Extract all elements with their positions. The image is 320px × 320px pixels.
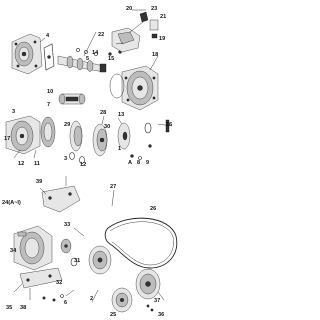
callout-33: 33 (64, 222, 70, 228)
compressor-body-part (5, 115, 41, 155)
callout-19: 19 (159, 36, 165, 42)
callout-35: 35 (6, 305, 12, 311)
clutch-plate-part (117, 122, 131, 150)
callout-labels: 23 20 21 22 19 4 18 14 15 5 10 7 3 17 12… (2, 6, 172, 318)
valve-block-part (111, 11, 159, 53)
top-assembly (11, 9, 159, 111)
callout-3b: 3 (64, 156, 67, 162)
callout-27: 27 (110, 184, 116, 190)
washers-part (69, 152, 142, 164)
hub-parts (144, 119, 173, 148)
mount-bracket-part (39, 176, 81, 213)
callout-15: 15 (108, 56, 114, 62)
lower-bracket-part (13, 267, 63, 300)
callout-6: 6 (64, 300, 67, 306)
callout-10: 10 (47, 89, 53, 95)
callout-A: A (128, 160, 132, 166)
callout-14: 14 (92, 50, 99, 56)
middle-assembly (5, 115, 173, 164)
callout-3: 3 (12, 109, 15, 115)
callout-17: 17 (4, 136, 10, 142)
callout-24: 24(A~I) (2, 200, 21, 206)
callout-13: 13 (118, 112, 124, 118)
drive-belt-part (104, 217, 178, 269)
crank-pulley-part (88, 245, 112, 275)
rear-housing-part (121, 65, 159, 111)
compressor-lower-part (13, 225, 53, 271)
callout-23: 23 (151, 6, 157, 12)
callout-38: 38 (20, 305, 26, 311)
callout-7: 7 (47, 102, 50, 108)
callout-26: 26 (150, 206, 156, 212)
callout-21: 21 (160, 14, 166, 20)
callout-5: 5 (86, 56, 89, 62)
callout-39: 39 (36, 179, 42, 185)
pulley-disc-part (69, 120, 108, 157)
pump-pulley-part (135, 268, 161, 300)
piston-cylinder-part (58, 93, 86, 105)
callout-34: 34 (10, 248, 17, 254)
field-coil-part (40, 116, 56, 148)
shaft-pulley-part (111, 287, 133, 313)
callout-31: 31 (74, 258, 80, 264)
callout-9: 9 (146, 160, 149, 166)
callout-12b: 12 (80, 162, 86, 168)
callout-22: 22 (98, 32, 104, 38)
callout-8: 8 (137, 160, 140, 166)
bottom-bolts (146, 291, 165, 312)
callout-25: 25 (110, 312, 116, 318)
callout-36: 36 (158, 312, 164, 318)
callout-37: 37 (154, 298, 160, 304)
exploded-parts-diagram: 23 20 21 22 19 4 18 14 15 5 10 7 3 17 12… (2, 6, 178, 318)
callout-16: 16 (166, 122, 172, 128)
gasket-plate-part (43, 43, 55, 71)
callout-32: 32 (56, 280, 62, 286)
idler-parts (60, 238, 78, 267)
o-ring-part (109, 73, 125, 99)
callout-28: 28 (100, 110, 106, 116)
lower-left-hardware (42, 294, 64, 302)
callout-20: 20 (126, 6, 132, 12)
callout-2: 2 (90, 296, 93, 302)
bottom-assembly (13, 176, 178, 313)
callout-1: 1 (118, 146, 121, 152)
callout-4: 4 (46, 33, 50, 39)
front-housing-part (11, 33, 43, 75)
callout-11: 11 (34, 161, 40, 167)
shaft-assembly-part (57, 55, 107, 73)
callout-12: 12 (18, 161, 24, 167)
callout-30: 30 (104, 124, 110, 130)
callout-18: 18 (152, 52, 158, 58)
small-hardware-top (76, 48, 122, 56)
callout-29: 29 (64, 122, 70, 128)
